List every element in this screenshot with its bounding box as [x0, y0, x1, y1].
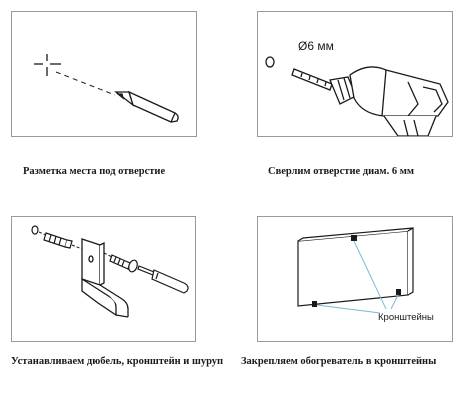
guide-dash-line	[103, 252, 113, 258]
step-1-panel	[11, 11, 197, 137]
wall-hole	[265, 56, 275, 68]
screw-icon	[109, 254, 138, 273]
dowel-icon	[43, 232, 73, 249]
step-1-caption: Разметка места под отверстие	[23, 166, 166, 177]
drill-icon	[291, 66, 449, 136]
step-2-caption: Сверлим отверстие диам. 6 мм	[268, 166, 414, 177]
step-4-panel: Кронштейны	[257, 216, 453, 342]
heater-panel-icon	[297, 226, 414, 307]
step-2-illustration: Ø6 мм	[265, 39, 449, 136]
bracket-bottom-left	[312, 301, 317, 307]
drill-size-label: Ø6 мм	[298, 39, 334, 53]
step-4-illustration: Кронштейны	[297, 226, 434, 323]
bracket-icon	[81, 238, 129, 318]
step-1-illustration	[34, 54, 179, 123]
step-3-panel	[11, 216, 196, 342]
step-4-caption: Закрепляем обогреватель в кронштейны	[241, 356, 437, 367]
bracket-top	[351, 235, 357, 241]
pencil-icon	[114, 90, 179, 123]
guide-dash-line	[71, 244, 83, 250]
screwdriver-icon	[137, 265, 189, 294]
bracket-label: Кронштейны	[378, 312, 434, 323]
bracket-bottom-right	[396, 289, 401, 295]
step-2-panel: Ø6 мм	[257, 11, 453, 137]
guide-dash-line	[55, 71, 116, 96]
step-3-illustration	[31, 225, 189, 318]
bracket-pointer-lines	[316, 240, 399, 314]
crosshair-mark-icon	[34, 54, 61, 76]
wall-hole	[31, 225, 39, 235]
guide-dash-line	[38, 231, 47, 236]
step-3-caption: Устанавливаем дюбель, кронштейн и шуруп	[11, 356, 224, 367]
